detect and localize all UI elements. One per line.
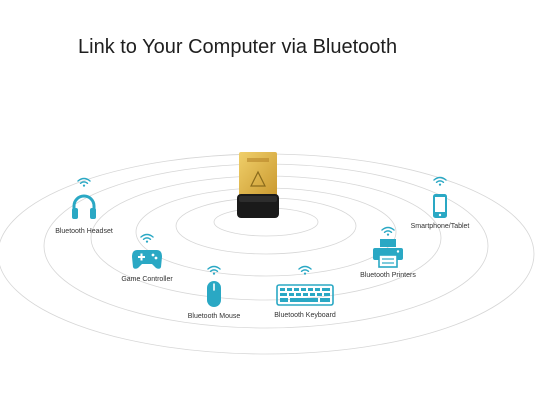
device-label: Smartphone/Tablet — [410, 223, 470, 230]
wireless-signal-icon — [381, 226, 395, 236]
device-mouse: Bluetooth Mouse — [178, 265, 250, 320]
device-label: Bluetooth Mouse — [187, 313, 241, 320]
device-printer: Bluetooth Printers — [352, 226, 424, 279]
device-label: Game Controller — [121, 276, 173, 283]
page-title: Link to Your Computer via Bluetooth — [78, 36, 398, 58]
wireless-signal-icon — [140, 233, 154, 243]
smartphone-icon — [433, 194, 447, 218]
wireless-signal-icon — [77, 177, 91, 187]
adapter-connector — [239, 152, 277, 198]
device-game-controller: Game Controller — [112, 233, 182, 283]
device-headset: Bluetooth Headset — [46, 177, 122, 235]
device-keyboard: Bluetooth Keyboard — [266, 265, 344, 319]
device-label: Bluetooth Keyboard — [274, 312, 336, 319]
headset-icon — [72, 194, 96, 219]
device-label: Bluetooth Headset — [55, 228, 113, 235]
gamepad-icon — [132, 250, 162, 269]
wireless-signal-icon — [207, 265, 221, 275]
keyboard-icon — [276, 284, 334, 306]
device-label: Bluetooth Printers — [360, 272, 416, 279]
printer-icon — [373, 239, 403, 268]
mouse-icon — [207, 281, 221, 307]
wireless-signal-icon — [298, 265, 312, 275]
bluetooth-adapter — [237, 152, 279, 218]
wireless-signal-icon — [433, 176, 447, 186]
device-smartphone: Smartphone/Tablet — [400, 176, 480, 230]
